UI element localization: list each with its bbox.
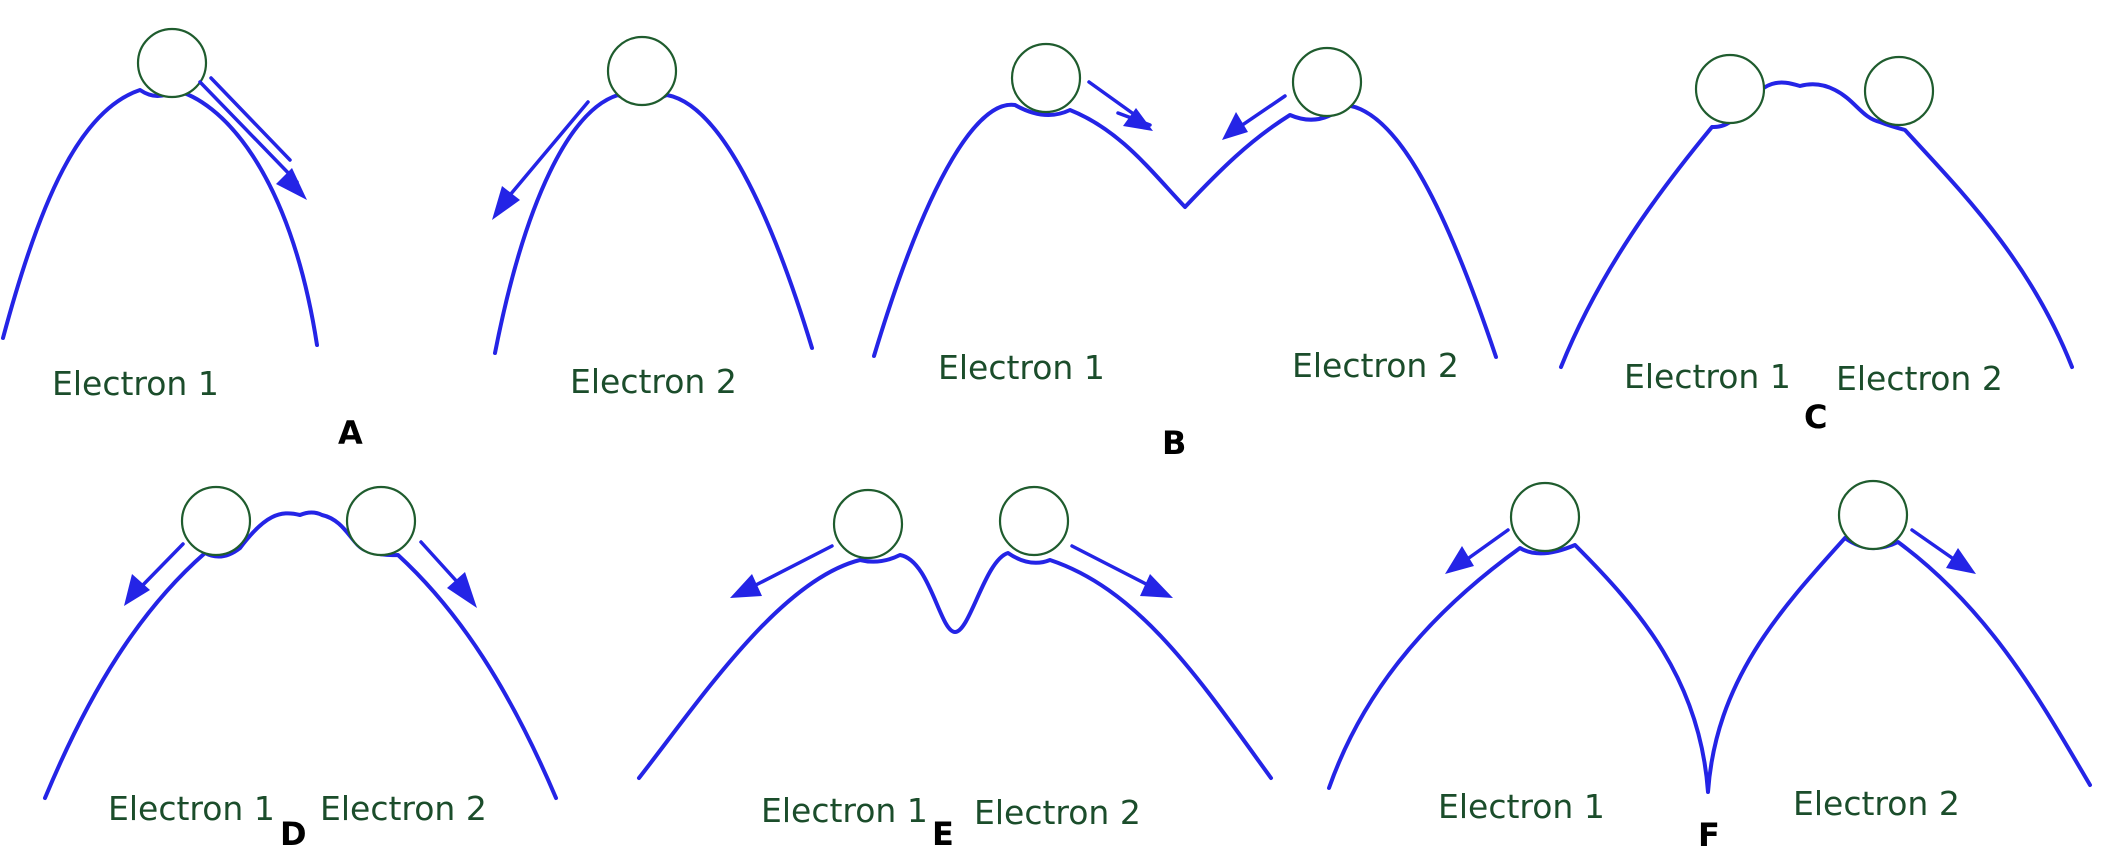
panel-label-c: C	[1804, 398, 1827, 436]
electron-1-ball-f	[1509, 481, 1581, 553]
electron-2-label-d: Electron 2	[320, 789, 487, 828]
arrow-right-icon	[1910, 528, 1976, 574]
panel-c: Electron 1 Electron 2 C	[1559, 53, 2074, 436]
potential-curve-d	[43, 510, 558, 800]
electron-1-ball-c	[1694, 53, 1766, 125]
panel-label-d: D	[280, 815, 307, 851]
potential-curve-f	[1327, 536, 2092, 794]
potential-curve-e	[637, 551, 1273, 780]
arrow-right-icon	[1070, 544, 1173, 598]
arrow-right-icon	[419, 540, 477, 608]
potential-curve-c	[1559, 80, 2074, 369]
potential-curve-a1	[1, 88, 319, 347]
electron-2-label-e: Electron 2	[974, 793, 1141, 832]
electron-1-label-d: Electron 1	[108, 789, 275, 828]
electron-2-ball-a	[606, 35, 678, 107]
arrow-left-icon	[1445, 528, 1510, 574]
electron-1-ball-a	[136, 27, 208, 99]
electron-2-ball-f	[1837, 479, 1909, 551]
electron-1-label-b: Electron 1	[938, 348, 1105, 387]
electron-2-label-b: Electron 2	[1292, 346, 1459, 385]
electron-2-ball-d	[345, 485, 417, 557]
panel-label-a: A	[338, 414, 363, 452]
arrow-left-icon	[730, 544, 834, 598]
arrow-left-icon	[124, 542, 185, 606]
electron-1-ball-d	[180, 485, 252, 557]
panel-e: Electron 1 Electron 2 E	[637, 485, 1273, 851]
panel-d: Electron 1 Electron 2 D	[43, 485, 558, 851]
panel-a: Electron 1 Electron 2 A	[1, 27, 814, 452]
electron-1-ball-b	[1010, 42, 1082, 114]
electron-2-label-f: Electron 2	[1793, 784, 1960, 823]
electron-1-label-e: Electron 1	[761, 791, 928, 830]
arrow-right-icon	[198, 76, 307, 200]
arrow-left-icon	[1222, 94, 1287, 140]
panel-b: Electron 1 Electron 2 B	[872, 42, 1498, 462]
electron-2-ball-b	[1291, 46, 1363, 118]
electron-1-ball-e	[832, 488, 904, 560]
electron-2-ball-e	[998, 485, 1070, 557]
electron-2-ball-c	[1863, 55, 1935, 127]
electron-1-label-f: Electron 1	[1438, 787, 1605, 826]
electron-1-label-a: Electron 1	[52, 364, 219, 403]
electron-2-label-c: Electron 2	[1836, 359, 2003, 398]
potential-curve-b	[872, 102, 1498, 359]
potential-curve-a2	[493, 93, 814, 355]
panel-label-e: E	[932, 815, 954, 851]
panel-label-f: F	[1698, 816, 1720, 851]
panel-label-b: B	[1162, 424, 1186, 462]
electron-1-label-c: Electron 1	[1624, 357, 1791, 396]
electron-2-label-a: Electron 2	[570, 362, 737, 401]
panel-f: Electron 1 Electron 2 F	[1327, 479, 2092, 851]
arrow-right-icon	[1087, 80, 1153, 131]
arrow-left-icon	[492, 100, 590, 220]
